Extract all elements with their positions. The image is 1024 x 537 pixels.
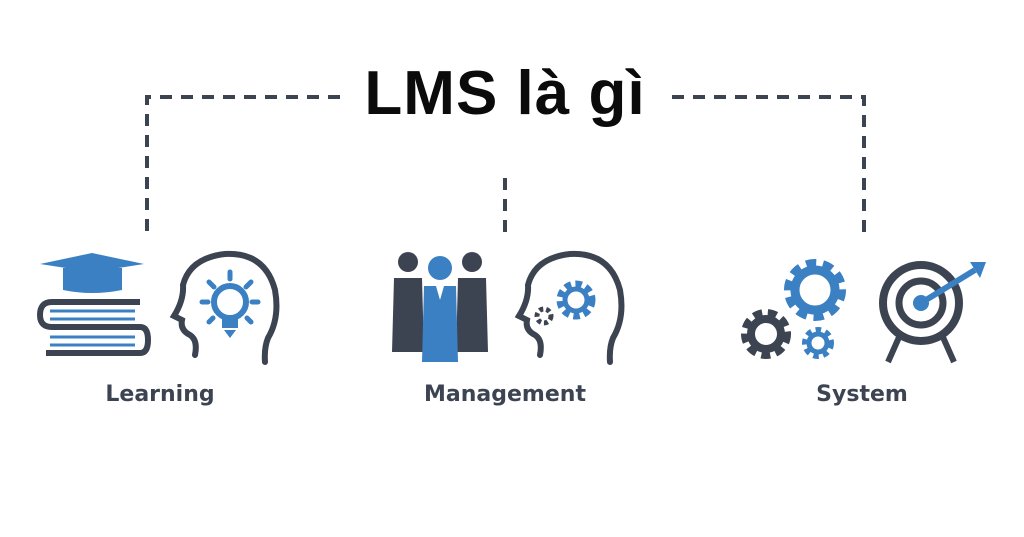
head-gear-icon xyxy=(514,250,625,365)
label-learning: Learning xyxy=(105,382,215,407)
business-team-icon xyxy=(392,252,488,362)
label-system: System xyxy=(816,382,908,407)
connector-lines xyxy=(145,95,866,235)
graduation-cap-books-icon xyxy=(36,253,152,356)
connector-right xyxy=(672,95,866,235)
connector-left xyxy=(145,95,340,235)
diagram-title: LMS là gì xyxy=(364,59,646,128)
gears-icon xyxy=(741,259,846,359)
label-management: Management xyxy=(424,382,586,407)
head-lightbulb-icon xyxy=(169,250,280,365)
target-arrow-icon xyxy=(879,261,986,364)
